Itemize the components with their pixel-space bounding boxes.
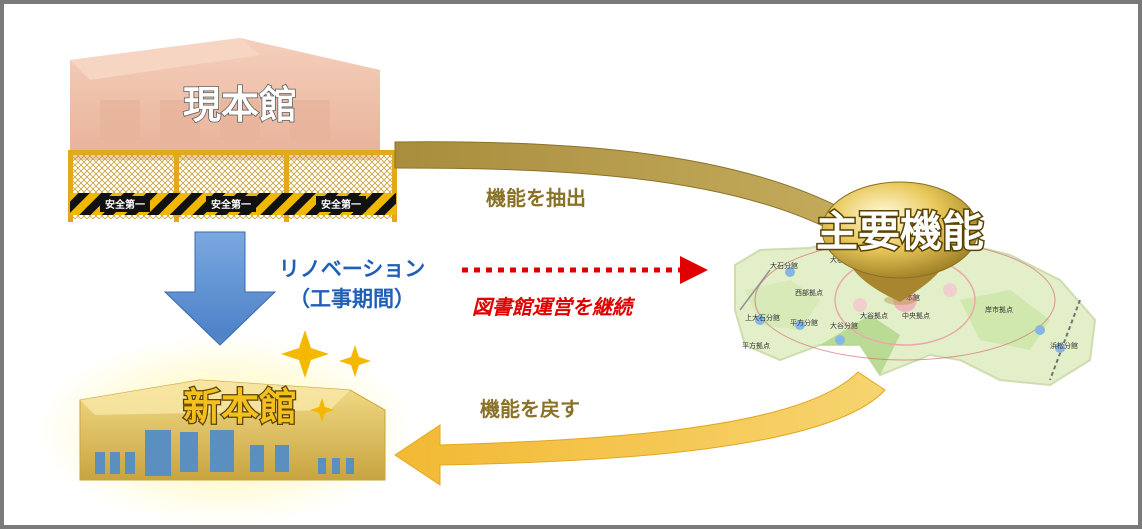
- new-building-label: 新本館: [183, 385, 297, 429]
- continue-operation-label: 図書館運営を継続: [472, 295, 636, 319]
- map-label: 平方拠点: [742, 341, 770, 350]
- pin-icon: [821, 181, 979, 305]
- map-label: 上大石分館: [745, 313, 780, 322]
- map-label: 浜松分館: [1050, 341, 1078, 350]
- map-label: 大石分館: [770, 261, 798, 270]
- return-arrow: [394, 371, 886, 486]
- map-label: 本館: [906, 293, 920, 302]
- map-label: 中央拠点: [902, 311, 930, 320]
- renovation-arrow: [163, 231, 277, 346]
- current-building: [70, 38, 380, 160]
- return-function-label: 機能を戻す: [480, 397, 580, 421]
- fence-sign: 安全第一: [105, 198, 145, 211]
- fence-icon: [68, 150, 397, 222]
- fence-sign: 安全第一: [211, 198, 251, 211]
- map-label: 大谷分館: [830, 321, 858, 330]
- map-label: 大谷拠点: [860, 311, 888, 320]
- continue-operation-arrowhead: [680, 256, 708, 284]
- map-icon: [734, 233, 1097, 387]
- map-label: 平方分館: [790, 318, 818, 327]
- map-label: 西部拠点: [795, 288, 823, 297]
- new-building: [35, 335, 415, 525]
- main-function-label: 主要機能: [816, 207, 984, 256]
- construction-period-label: （工事期間）: [289, 287, 415, 311]
- fence-sign: 安全第一: [321, 198, 361, 211]
- map-label: 岸市拠点: [985, 305, 1013, 314]
- current-building-label: 現本館: [183, 83, 297, 127]
- extract-arrow: [394, 141, 846, 233]
- sparkle-icon: [281, 330, 371, 422]
- renovation-label: リノベーション: [279, 257, 426, 281]
- extract-function-label: 機能を抽出: [486, 186, 586, 210]
